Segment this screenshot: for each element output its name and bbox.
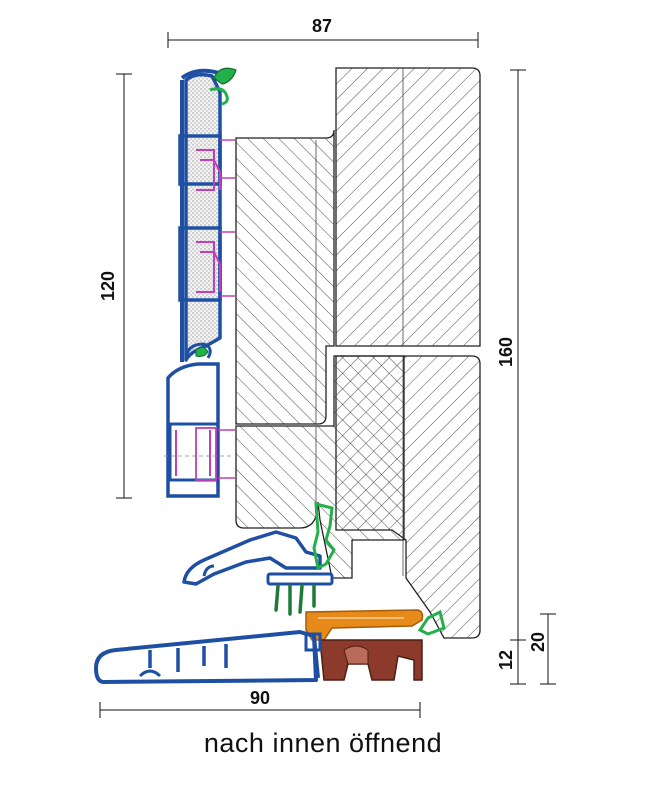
weather-bar (182, 530, 334, 616)
dim-small-a: 12 (496, 650, 516, 670)
dim-bottom-width: 90 (250, 688, 270, 708)
wood-sash (235, 129, 405, 579)
sash-seal (312, 502, 336, 571)
dim-right-height: 160 (496, 337, 516, 367)
caption: nach innen öffnend (203, 728, 443, 758)
dim-top-width: 87 (312, 16, 332, 36)
dim-left-height: 120 (98, 271, 118, 301)
aluminium-cladding (164, 68, 236, 498)
middle-seal (195, 346, 209, 357)
wood-frame (335, 67, 481, 639)
dimension-lines (99, 32, 556, 718)
threshold (94, 609, 446, 684)
dim-small-b: 20 (528, 632, 548, 652)
top-seal (209, 67, 237, 106)
